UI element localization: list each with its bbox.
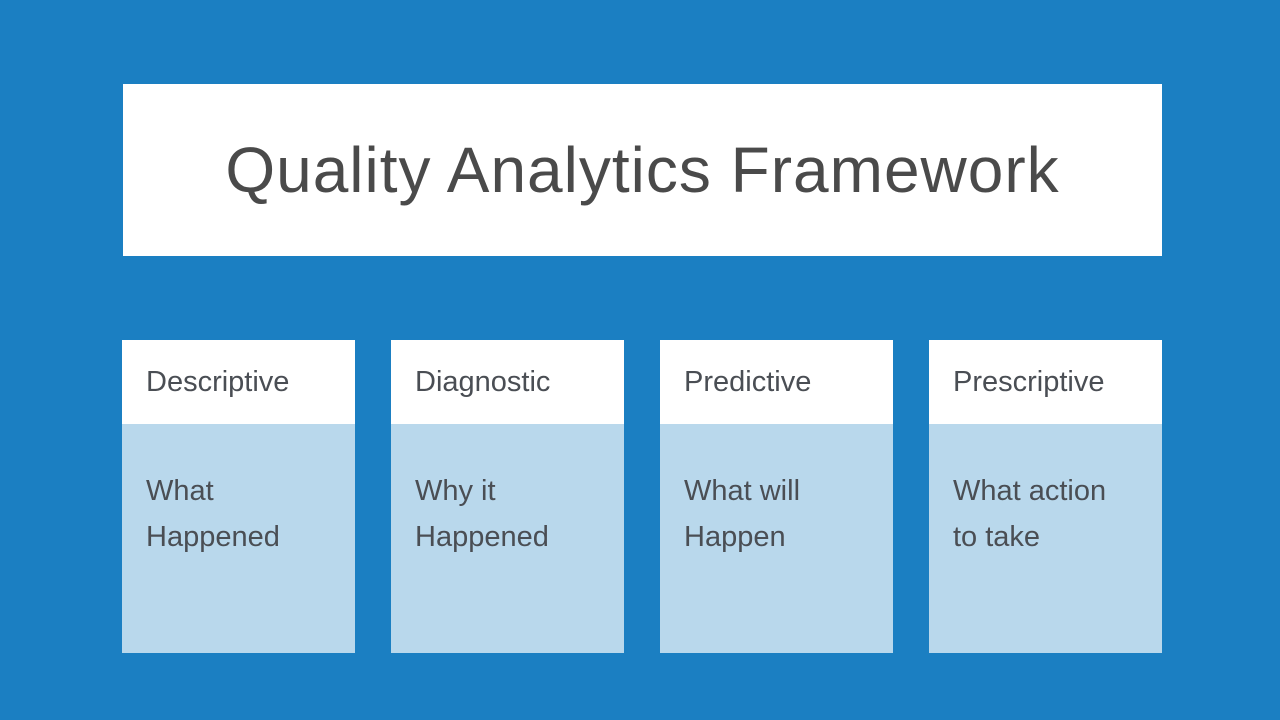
card-header-label: Prescriptive	[953, 365, 1105, 398]
card-prescriptive: Prescriptive What action to take	[929, 340, 1162, 653]
card-header-label: Descriptive	[146, 365, 290, 398]
card-prescriptive-body: What action to take	[929, 424, 1162, 653]
slide-title: Quality Analytics Framework	[225, 134, 1060, 206]
card-body-label: What Happened	[146, 475, 280, 553]
card-header-label: Predictive	[684, 365, 812, 398]
card-header-label: Diagnostic	[415, 365, 551, 398]
card-body-label: Why it Happened	[415, 475, 549, 553]
card-descriptive-body: What Happened	[122, 424, 355, 653]
card-predictive: Predictive What will Happen	[660, 340, 893, 653]
card-body-label: What will Happen	[684, 475, 801, 553]
title-banner: Quality Analytics Framework	[123, 84, 1162, 256]
card-descriptive-header: Descriptive	[122, 340, 355, 424]
card-descriptive: Descriptive What Happened	[122, 340, 355, 653]
card-prescriptive-header: Prescriptive	[929, 340, 1162, 424]
card-predictive-body: What will Happen	[660, 424, 893, 653]
analytics-columns: Descriptive What Happened Diagnostic Why…	[122, 340, 1162, 653]
card-body-label: What action to take	[953, 475, 1107, 553]
card-diagnostic-header: Diagnostic	[391, 340, 624, 424]
card-diagnostic: Diagnostic Why it Happened	[391, 340, 624, 653]
card-diagnostic-body: Why it Happened	[391, 424, 624, 653]
card-predictive-header: Predictive	[660, 340, 893, 424]
